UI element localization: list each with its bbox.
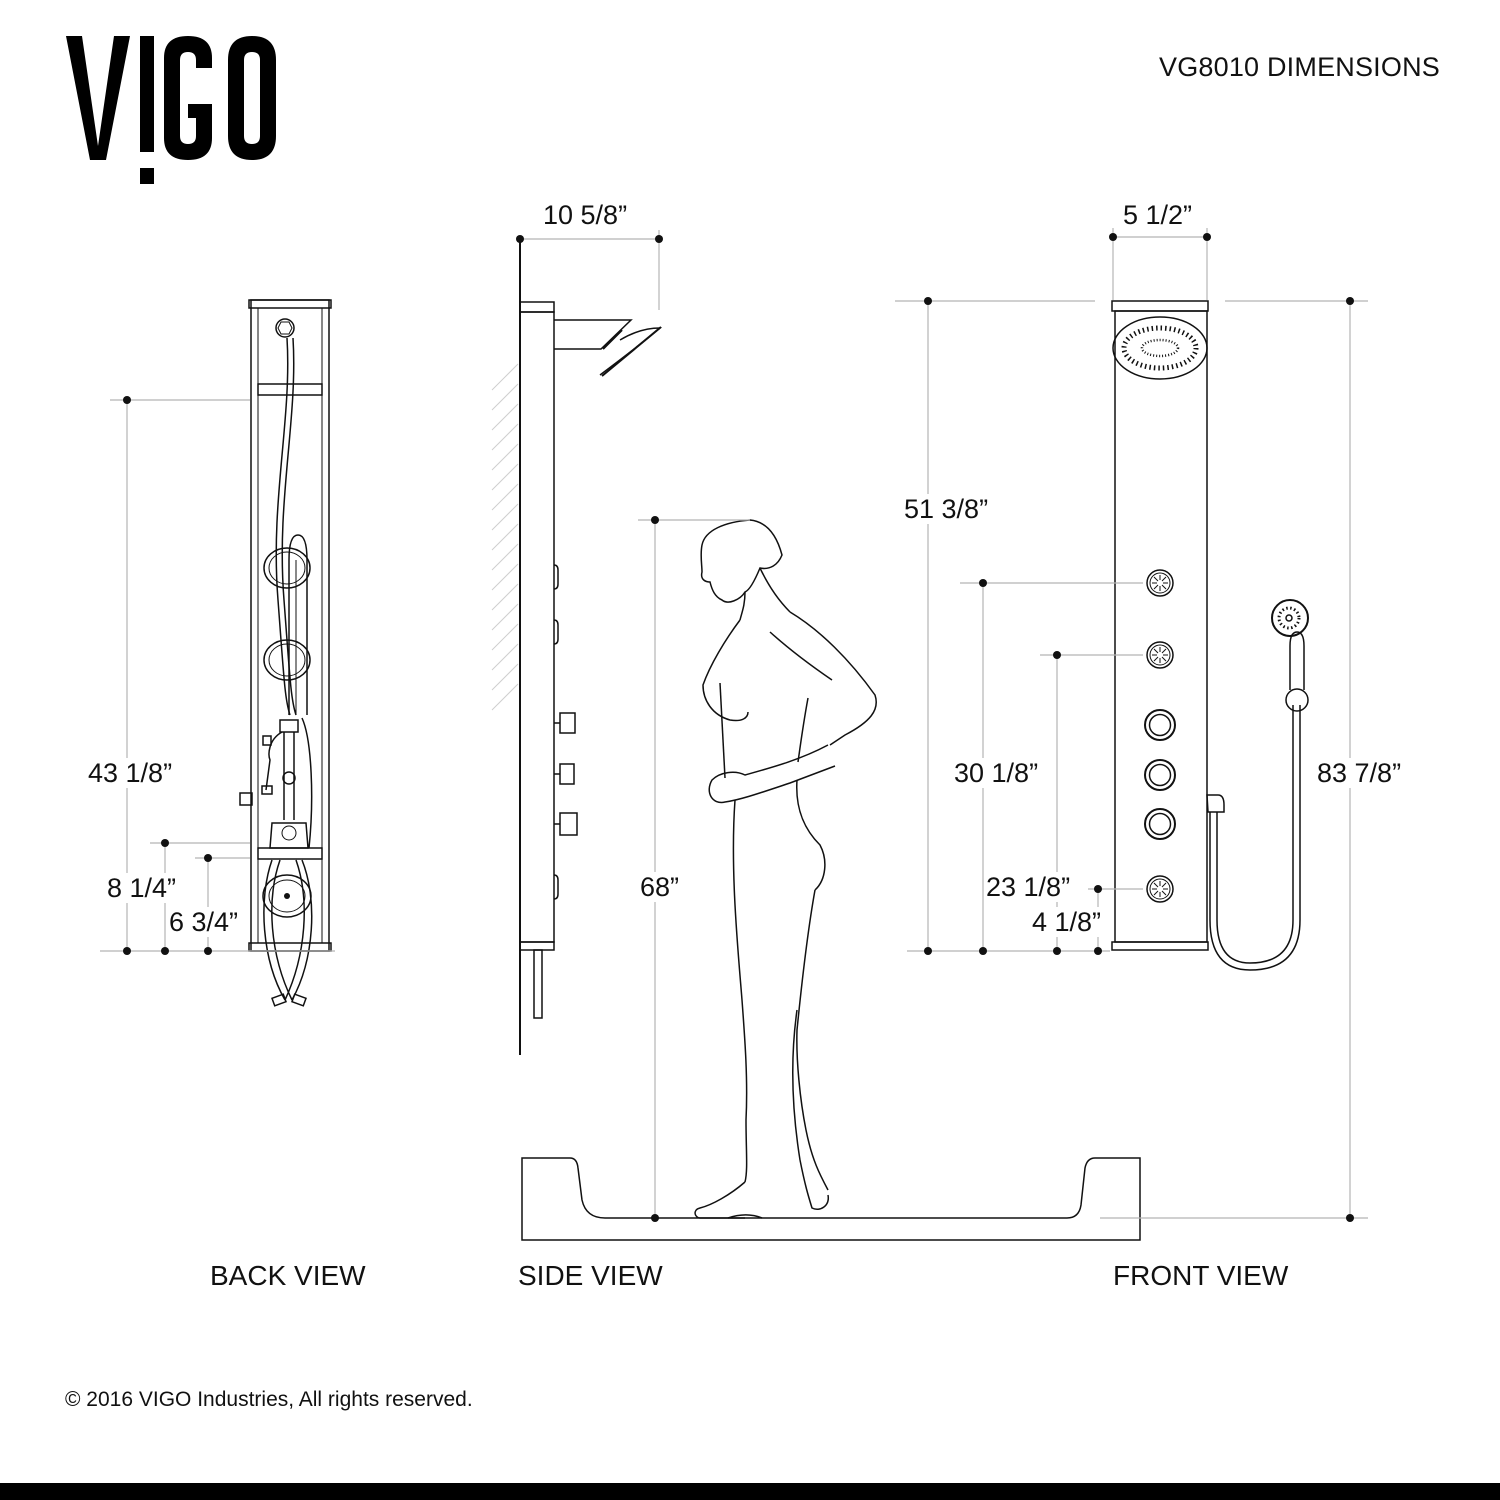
vigo-logo: [66, 36, 276, 184]
front-view-label: FRONT VIEW: [1113, 1260, 1289, 1291]
side-view-drawing: [491, 230, 1141, 1241]
dim-front-23-1-8: 23 1/8”: [984, 872, 1073, 902]
dim-front-30-1-8: 30 1/8”: [952, 758, 1041, 788]
dim-side-68: 68”: [638, 872, 682, 902]
dim-front-51-3-8: 51 3/8”: [902, 494, 991, 524]
dim-back-6-3-4: 6 3/4”: [167, 907, 241, 937]
page-title: VG8010 DIMENSIONS: [1159, 52, 1440, 82]
footer-bar: [0, 1483, 1500, 1500]
copyright-text: © 2016 VIGO Industries, All rights reser…: [65, 1388, 473, 1411]
dim-side-10-5-8: 10 5/8”: [541, 200, 630, 230]
dim-back-43-1-8: 43 1/8”: [86, 758, 175, 788]
back-view-label: BACK VIEW: [210, 1260, 366, 1291]
dim-back-8-1-4: 8 1/4”: [105, 873, 179, 903]
front-view-drawing: [895, 228, 1368, 1222]
dim-front-4-1-8: 4 1/8”: [1030, 907, 1104, 937]
dim-front-5-1-2: 5 1/2”: [1121, 200, 1195, 230]
dim-front-83-7-8: 83 7/8”: [1315, 758, 1404, 788]
side-view-label: SIDE VIEW: [518, 1260, 663, 1291]
